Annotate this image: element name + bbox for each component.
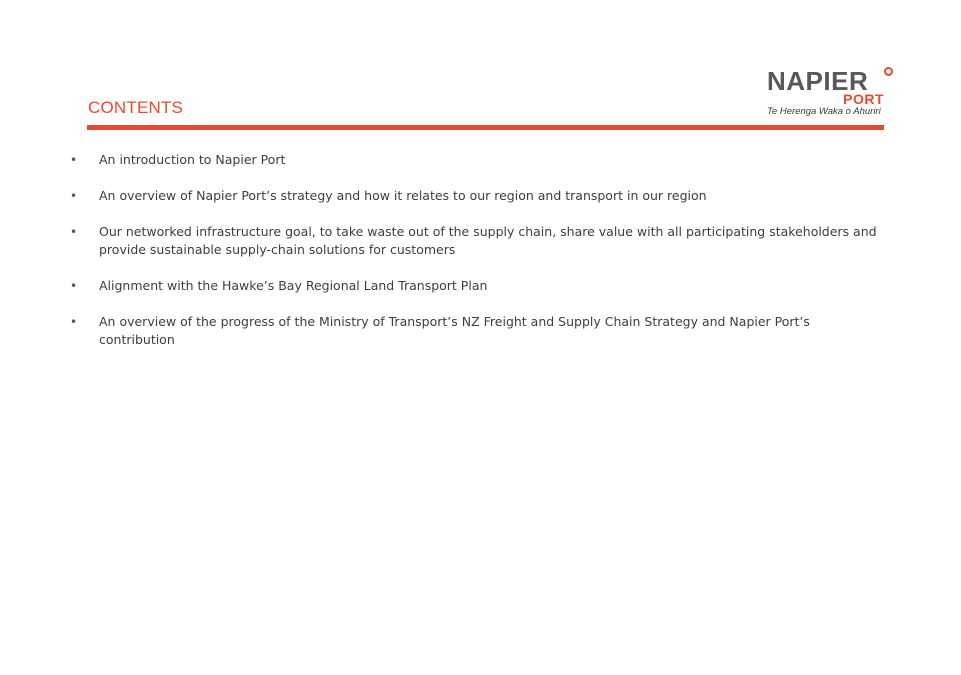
list-item-text: Our networked infrastructure goal, to ta… — [99, 224, 877, 257]
bullet-icon: • — [70, 279, 78, 293]
list-item: • An overview of Napier Port’s strategy … — [70, 187, 880, 205]
page-title: CONTENTS — [88, 98, 184, 117]
list-item: • Our networked infrastructure goal, to … — [70, 223, 880, 259]
bullet-icon: • — [70, 225, 78, 239]
list-item: • An overview of the progress of the Min… — [70, 313, 880, 349]
list-item-text: An overview of Napier Port’s strategy an… — [99, 188, 707, 203]
list-item-text: An introduction to Napier Port — [99, 152, 286, 167]
logo-wordmark: NAPIER — [767, 66, 869, 96]
title-rule — [87, 125, 884, 130]
bullet-icon: • — [70, 153, 78, 167]
list-item: • An introduction to Napier Port — [70, 151, 880, 169]
logo-subword: PORT — [843, 91, 884, 107]
list-item-text: An overview of the progress of the Minis… — [99, 314, 810, 347]
bullet-icon: • — [70, 315, 78, 329]
logo-tagline: Te Herenga Waka o Ahuriri — [767, 106, 881, 117]
bullet-icon: • — [70, 189, 78, 203]
contents-list: • An introduction to Napier Port • An ov… — [70, 151, 880, 367]
ring-icon — [884, 67, 893, 76]
list-item-text: Alignment with the Hawke’s Bay Regional … — [99, 278, 488, 293]
napier-port-logo: NAPIER PORT Te Herenga Waka o Ahuriri — [760, 64, 900, 120]
list-item: • Alignment with the Hawke’s Bay Regiona… — [70, 277, 880, 295]
